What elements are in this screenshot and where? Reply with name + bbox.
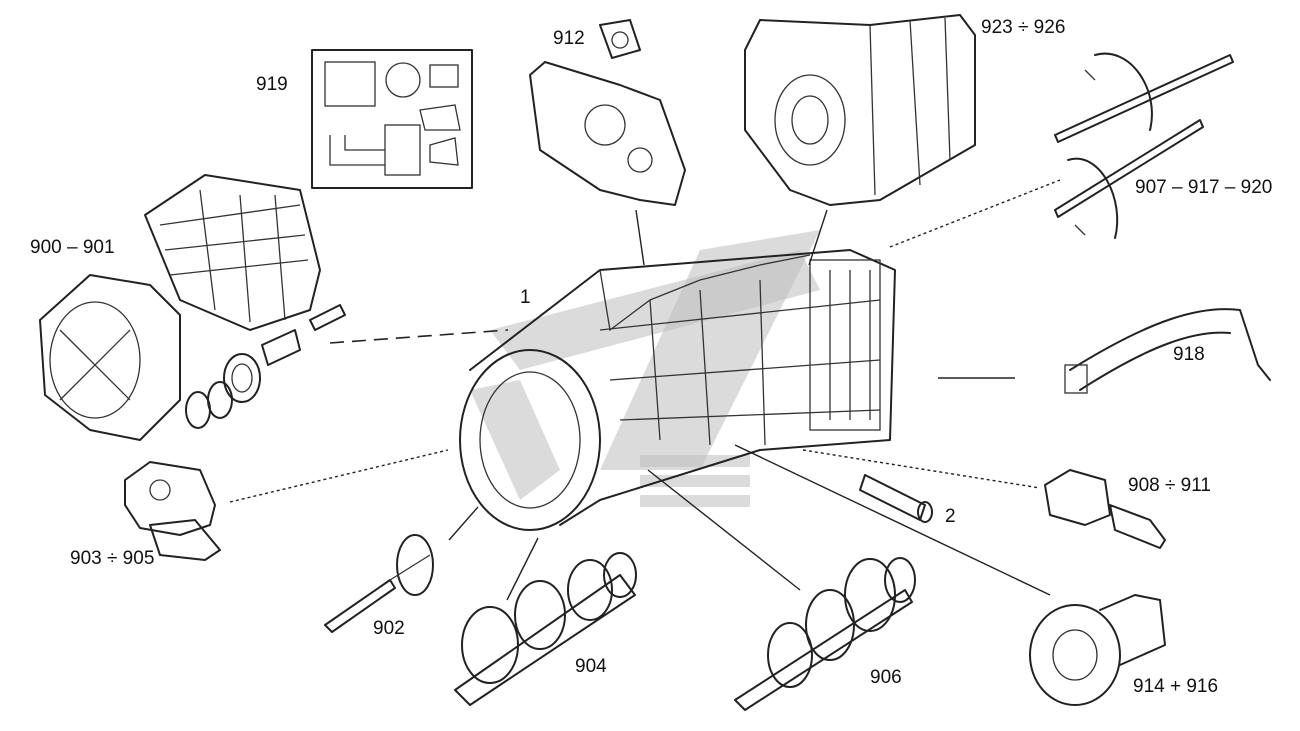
label-902: 902 <box>373 618 405 639</box>
rear-housing <box>744 14 976 206</box>
label-914-916: 914 + 916 <box>1133 676 1218 697</box>
retarder-unit <box>1029 594 1166 706</box>
label-907-917-920: 907 – 917 – 920 <box>1135 177 1272 198</box>
label-919: 919 <box>256 74 288 95</box>
label-906: 906 <box>870 667 902 688</box>
gasket-set-box <box>311 49 473 189</box>
oil-pump <box>124 461 221 561</box>
plug-part <box>859 474 933 523</box>
label-923-926: 923 ÷ 926 <box>981 17 1065 38</box>
label-2: 2 <box>945 506 956 527</box>
watermark-logo <box>470 230 820 507</box>
clutch-and-main-housing <box>39 174 321 441</box>
label-904: 904 <box>575 656 607 677</box>
main-shaft <box>454 552 637 706</box>
label-912: 912 <box>553 28 585 49</box>
input-shaft <box>324 534 434 633</box>
label-918: 918 <box>1173 344 1205 365</box>
label-908-911: 908 ÷ 911 <box>1128 475 1211 496</box>
valve-assembly <box>1044 469 1166 549</box>
leader-lines <box>229 179 1061 601</box>
label-903-905: 903 ÷ 905 <box>70 548 154 569</box>
shift-forks-and-rails <box>1054 52 1234 239</box>
label-900-901: 900 – 901 <box>30 237 115 258</box>
countershaft <box>734 557 916 711</box>
intermediate-cover <box>529 19 686 206</box>
shift-rod <box>1064 308 1271 394</box>
bearings-and-sleeves <box>185 304 346 429</box>
label-1: 1 <box>520 287 531 308</box>
gearbox-assembly <box>459 249 896 531</box>
part-labels: 1 2 900 – 901 902 903 ÷ 905 904 906 907 … <box>30 17 1272 697</box>
